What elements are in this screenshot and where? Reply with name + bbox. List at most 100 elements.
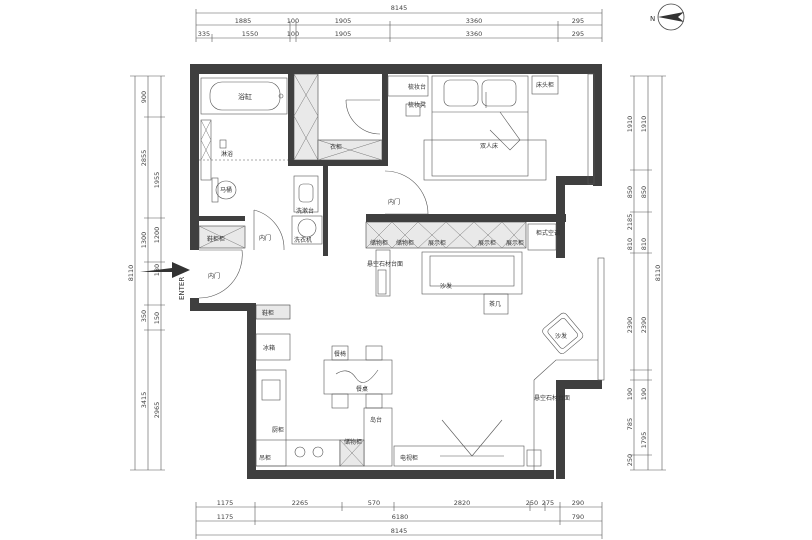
dim-bottom-6: 275 (542, 499, 554, 507)
door-bedroom (345, 99, 429, 215)
dim-bottom-1: 1175 (217, 499, 234, 507)
dim-bottom-4: 2820 (454, 499, 471, 507)
dim-top2-2: 1550 (242, 30, 259, 38)
tv-cabinet (393, 419, 542, 467)
wardrobe-label: 衣柜 (330, 143, 342, 151)
shoe-rack-label: 鞋柜 (262, 309, 274, 317)
dimension-right (630, 75, 666, 471)
toilet-icon (211, 177, 237, 203)
dim-top-5: 295 (572, 17, 584, 25)
dim-right-1: 1910 (626, 116, 634, 133)
dim-left-3: 1300 (140, 232, 148, 249)
bathtub (200, 77, 288, 115)
double-bed (423, 75, 547, 181)
dim-right-6: 190 (626, 388, 634, 400)
nightstand (531, 75, 559, 95)
dim-right-5: 2390 (626, 317, 634, 334)
dim-right2-1: 1910 (640, 116, 648, 133)
sofa (421, 251, 523, 295)
dim-bottom2-3: 790 (572, 513, 584, 521)
toilet-label: 马桶 (220, 186, 232, 194)
dim-top-4: 3360 (466, 17, 483, 25)
dim-bottom-2: 2265 (292, 499, 309, 507)
dim-bottom2-2: 6180 (392, 513, 409, 521)
dim-left-5: 3415 (140, 392, 148, 409)
dim-right-3: 2185 (626, 214, 634, 231)
dim-right-8: 250 (626, 454, 634, 466)
island-label: 岛台 (370, 416, 382, 424)
dim-bottom-5: 250 (526, 499, 538, 507)
dim-left-8: 1200 (153, 227, 161, 244)
shoe-rack (255, 304, 291, 320)
storage1-label: 储物柜 (370, 239, 388, 247)
nightstand-label: 床头柜 (536, 81, 554, 89)
dining-table (323, 345, 393, 409)
display3-label: 展示柜 (506, 239, 524, 247)
dim-top2-1: 335 (198, 30, 210, 38)
dim-right-2: 850 (626, 186, 634, 198)
door-entry[interactable] (198, 249, 243, 299)
dim-top-2: 100 (287, 17, 299, 25)
armchair (542, 312, 584, 354)
bathtub-label: 浴缸 (238, 92, 252, 101)
suspended-stone2-label: 悬空石材台面 (534, 394, 570, 402)
washer (291, 215, 323, 245)
shoe-cabinet (198, 225, 246, 249)
tea-table-label: 茶几 (489, 300, 501, 308)
dim-right2-3: 810 (640, 238, 648, 250)
sofa-label: 沙发 (440, 282, 452, 290)
dimension-left (130, 75, 165, 471)
island (363, 407, 393, 467)
storage-cabinet-3 (339, 439, 365, 467)
armchair-label: 沙发 (555, 332, 567, 340)
door-bathroom (253, 209, 285, 251)
fridge-label: 冰箱 (263, 344, 275, 352)
wardrobe (293, 73, 383, 161)
tv-cab-label: 电视柜 (400, 454, 418, 462)
inner-door-bed-label: 内门 (388, 198, 400, 206)
enter-label: ENTER (178, 277, 186, 300)
dim-top2-6: 295 (572, 30, 584, 38)
dim-left-10: 150 (153, 312, 161, 324)
compass-north-label: N (650, 15, 655, 23)
storage3-label: 储物柜 (344, 438, 362, 446)
suspended-stone-label: 悬空石材台面 (367, 260, 403, 268)
double-bed-label: 双人床 (480, 142, 498, 150)
wash-basin (293, 175, 319, 213)
shower-area (199, 119, 288, 181)
display2-label: 展示柜 (478, 239, 496, 247)
dim-bottom2-1: 1175 (217, 513, 234, 521)
dim-right-7: 785 (626, 418, 634, 430)
display1-label: 展示柜 (428, 239, 446, 247)
compass-icon (657, 3, 685, 31)
dim-left-4: 350 (140, 310, 148, 322)
shower-label: 淋浴 (221, 150, 233, 158)
dim-left-2: 2855 (140, 150, 148, 167)
window-right (587, 73, 605, 381)
dim-right-outer: 8110 (654, 265, 662, 282)
dim-top-3: 1905 (335, 17, 352, 25)
dim-right2-5: 190 (640, 388, 648, 400)
cabinet-ac (527, 223, 557, 251)
hanging-cab-label: 吊柜 (259, 454, 271, 462)
dim-right2-6: 1795 (640, 432, 648, 449)
dim-top2-4: 1905 (335, 30, 352, 38)
cabinet-ac-label: 柜式空调 (536, 229, 560, 237)
suspended-stone-top-2 (533, 359, 598, 470)
tea-table (483, 293, 509, 315)
dim-top-1: 1885 (235, 17, 252, 25)
storage2-label: 储物柜 (396, 239, 414, 247)
dim-bottom-total: 8145 (391, 527, 408, 535)
dresser (387, 75, 429, 117)
dimension-top (195, 9, 603, 42)
dim-top2-5: 3360 (466, 30, 483, 38)
dim-left-1: 900 (140, 91, 148, 103)
dim-left-outer: 8110 (127, 265, 135, 282)
dim-right2-2: 850 (640, 186, 648, 198)
walls (190, 64, 602, 479)
dimension-bottom (195, 502, 603, 539)
dining-chair-label: 餐椅 (334, 350, 346, 358)
wash-basin-label: 洗漱台 (296, 207, 314, 215)
fridge (255, 333, 291, 361)
